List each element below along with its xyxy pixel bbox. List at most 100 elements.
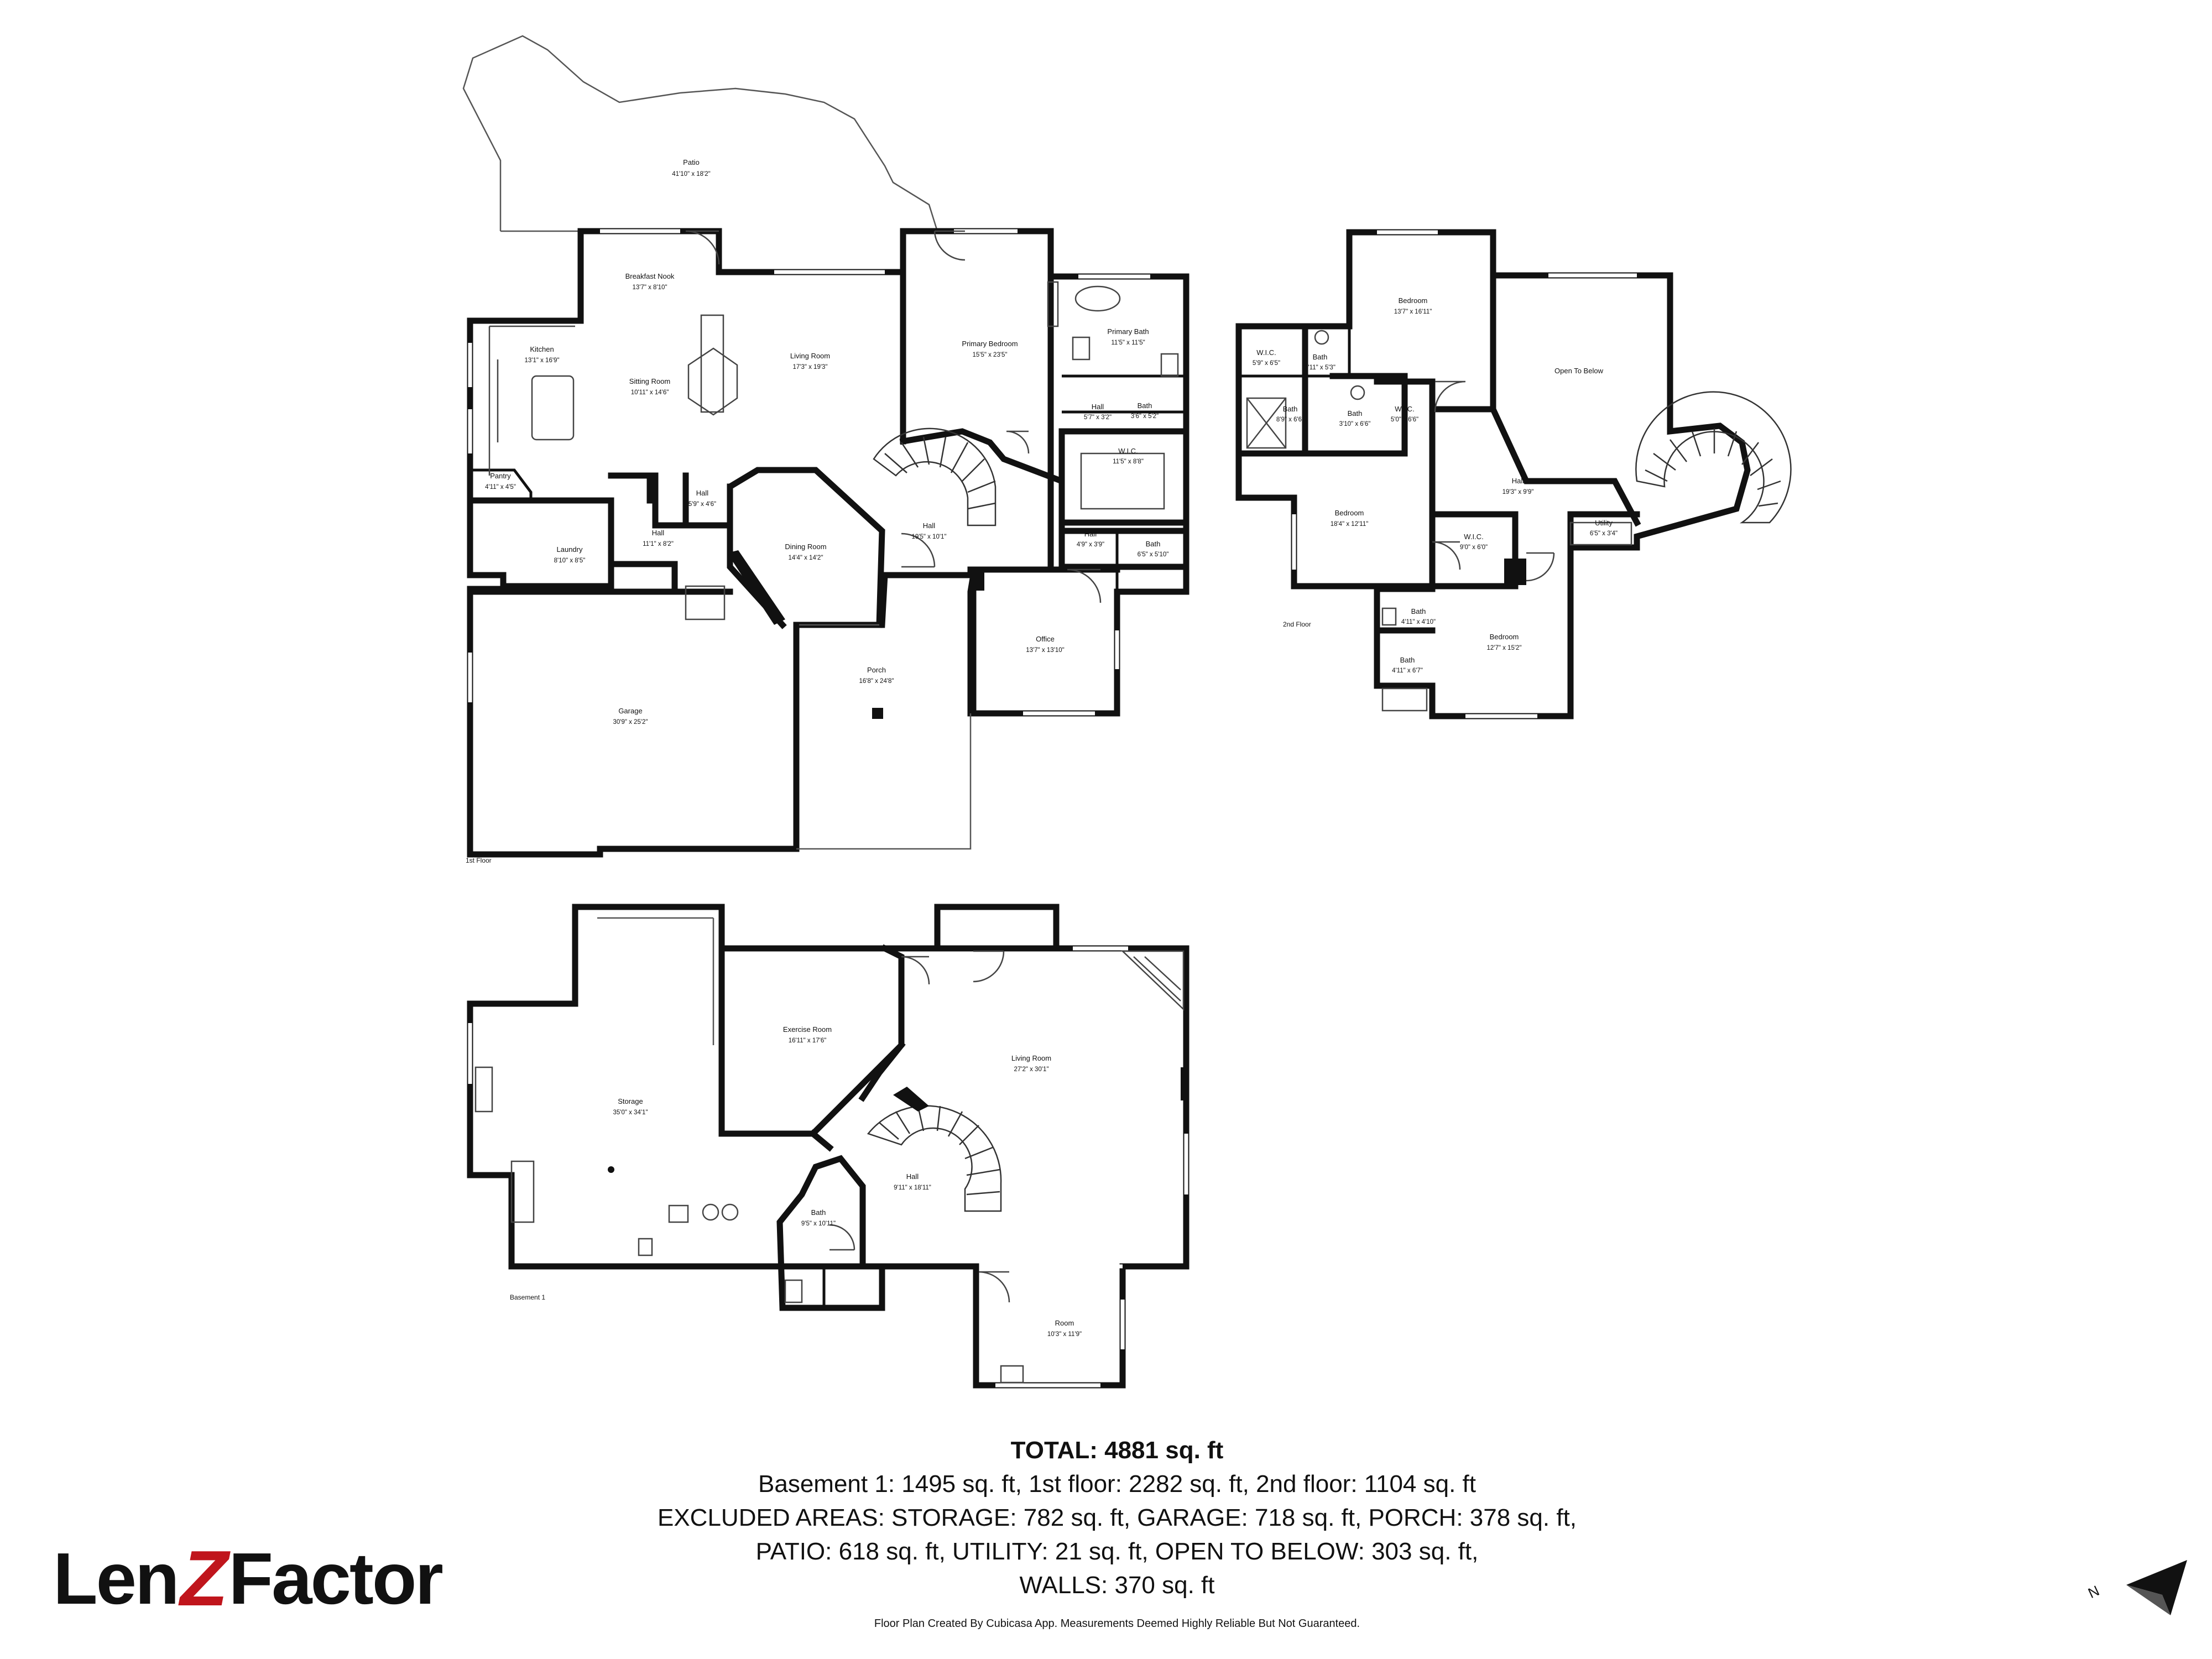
staircase-1st [873,427,997,526]
room-dims: 30'9" x 25'2" [613,719,648,726]
room-name: W.I.C. [1256,348,1276,357]
room-name: Bedroom [1490,633,1519,641]
room-dims: 8'9" x 6'6" [1276,416,1304,423]
room-name: W.I.C. [1395,405,1414,413]
room-dims: 5'9" x 4'6" [688,501,716,508]
room-dims: 19'5" x 10'1" [911,534,946,540]
room-dims: 6'5" x 3'4" [1590,530,1618,537]
room-name: Living Room [790,352,830,360]
basement-labels: Exercise Room 16'11" x 17'6" Living Room… [510,1025,1082,1338]
summary-line-3: PATIO: 618 sq. ft, UTILITY: 21 sq. ft, O… [755,1538,1479,1565]
room-name: Hall [696,489,709,497]
staircase-2nd [1635,391,1792,524]
room-dims: 10'11" x 14'6" [631,389,669,396]
room-name: Hall [652,529,665,537]
room-name: Sitting Room [629,377,670,385]
room-dims: 6'5" x 5'10" [1138,551,1169,558]
floor-label-basement: Basement 1 [510,1293,545,1301]
second-floor-doors [1432,380,1555,582]
room-dims: 19'3" x 9'9" [1503,489,1534,495]
total-area: TOTAL: 4881 sq. ft [1010,1437,1224,1464]
room-dims: 11'5" x 8'8" [1113,458,1144,465]
first-floor-labels: Patio 41'10" x 18'2" Breakfast Nook 13'7… [466,158,1168,864]
room-name: Pantry [490,472,511,480]
room-name: Bath [1348,409,1363,418]
room-name: Exercise Room [783,1025,832,1034]
room-name: W.I.C. [1118,447,1138,455]
room-name: Room [1055,1319,1074,1327]
basement-windows [468,946,1188,1387]
room-dims: 18'4" x 12'11" [1331,521,1369,528]
room-dims: 5'9" x 6'5" [1253,360,1280,367]
room-name: Bath [1283,405,1298,413]
second-floor-fixtures [1246,330,1792,712]
room-dims: 16'11" x 17'6" [789,1037,827,1044]
room-dims: 13'7" x 8'10" [632,284,667,291]
room-dims: 14'4" x 14'2" [788,555,823,561]
room-dims: 5'0" x 6'6" [1391,416,1418,423]
room-name: Breakfast Nook [625,272,675,280]
second-floor-interior-walls [1235,272,1641,634]
logo-z-mark: Z [180,1535,228,1623]
room-dims: 4'11" x 4'5" [485,484,516,491]
room-dims: 4'11" x 6'7" [1392,667,1423,674]
patio-outline [462,35,938,232]
room-name: Primary Bedroom [962,340,1018,348]
room-dims: 15'5" x 23'5" [972,352,1007,358]
room-dims: 8'10" x 8'5" [554,557,586,564]
second-floor: Bedroom 13'7" x 16'11" W.I.C. 5'9" x 6'5… [1235,229,1792,719]
summary-line-2: EXCLUDED AREAS: STORAGE: 782 sq. ft, GAR… [657,1504,1577,1531]
second-floor-windows [1292,230,1637,718]
logo-text-factor: Factor [228,1538,443,1619]
room-dims: 27'2" x 30'1" [1014,1066,1048,1073]
room-dims: 10'3" x 11'9" [1047,1331,1082,1338]
bathtub [1074,285,1121,312]
logo-text-len: Len [53,1538,180,1619]
room-dims: 4'9" x 3'9" [1077,541,1104,548]
first-floor-fixtures [488,281,1179,719]
room-name: Hall [1512,477,1525,485]
room-name: Patio [683,158,700,166]
room-name: Office [1036,635,1055,643]
room-name: Bath [811,1208,826,1217]
floor-label-first: 1st Floor [466,857,492,864]
basement-interior-walls [597,917,1060,1385]
room-dims: 9'5" x 10'11" [801,1220,836,1227]
room-name: Bedroom [1335,509,1364,517]
room-name: Hall [1092,403,1104,411]
compass-label: N [2085,1582,2102,1601]
room-dims: 11'1" x 8'2" [643,541,674,547]
room-dims: 41'10" x 18'2" [672,171,710,178]
room-name: Bath [1411,607,1426,615]
room-name: Open To Below [1554,367,1604,375]
room-dims: 35'0" x 34'1" [613,1109,648,1116]
kitchen-island [531,375,575,441]
floor-label-second: 2nd Floor [1283,620,1311,628]
room-name: Storage [618,1097,643,1105]
first-floor-interior-walls [467,228,1190,852]
first-floor-windows [468,229,1150,857]
north-arrow-icon: N [2085,1560,2187,1615]
room-name: Living Room [1011,1054,1051,1062]
room-name: Bath [1138,401,1152,410]
disclaimer: Floor Plan Created By Cubicasa App. Meas… [874,1618,1360,1630]
staircase-basement [867,1105,1002,1212]
room-name: Hall [1084,530,1097,538]
room-dims: 3'6" x 5'2" [1131,413,1159,420]
first-floor: Patio 41'10" x 18'2" Breakfast Nook 13'7… [462,35,1190,864]
room-dims: 16'8" x 24'8" [859,678,894,685]
room-name: Laundry [557,545,583,554]
summary-line-4: WALLS: 370 sq. ft [1019,1572,1215,1599]
basement-floor: Exercise Room 16'11" x 17'6" Living Room… [467,904,1190,1389]
room-name: Hall [906,1172,919,1181]
room-name: Bath [1313,353,1328,361]
area-summary: TOTAL: 4881 sq. ft Basement 1: 1495 sq. … [553,1433,1681,1602]
second-floor-labels: Bedroom 13'7" x 16'11" W.I.C. 5'9" x 6'5… [1253,296,1618,674]
room-dims: 3'11" x 5'3" [1305,364,1335,371]
room-dims: 4'11" x 4'10" [1401,619,1436,625]
room-name: Bath [1146,540,1161,548]
room-dims: 12'7" x 15'2" [1486,645,1521,651]
room-dims: 17'3" x 19'3" [792,364,827,371]
first-floor-doors [685,230,1102,603]
